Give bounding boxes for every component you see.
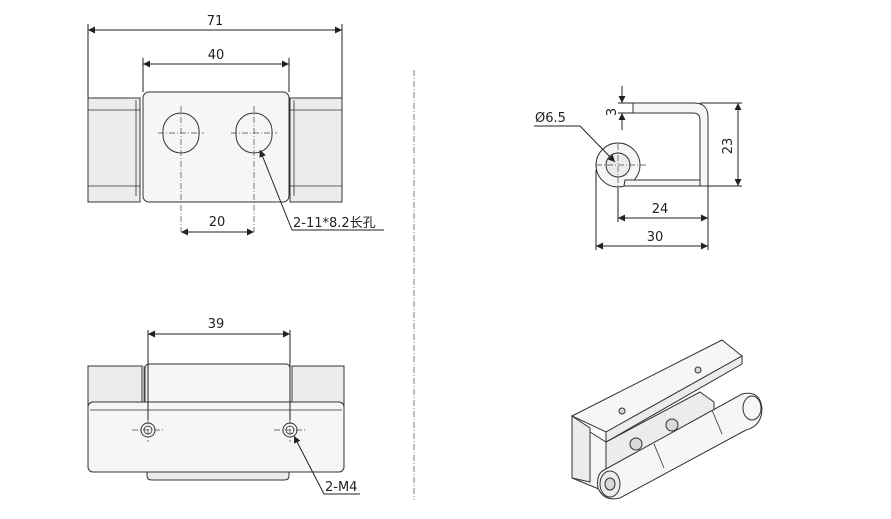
dim-24-label: 24	[652, 202, 669, 217]
dim-71-label: 71	[207, 14, 224, 29]
dim-3-label: 3	[605, 108, 620, 116]
dim-dia-label: Ø6.5	[535, 111, 566, 126]
dim-20-label: 20	[209, 215, 226, 230]
side-view: Ø6.5 3 23 24 30	[534, 86, 742, 250]
bottom-right-knuckle	[291, 365, 345, 407]
top-left-knuckle	[87, 97, 141, 203]
bottom-center-knuckle	[144, 363, 291, 407]
isometric-view	[570, 339, 763, 500]
slot-callout-label: 2-11*8.2长孔	[293, 216, 376, 231]
bottom-front-plate	[87, 401, 345, 473]
top-view: 71 40 20 2-11*8.2长孔	[87, 14, 384, 236]
bottom-view: 39 2-M4	[87, 317, 360, 495]
top-right-knuckle	[289, 97, 343, 203]
side-profile	[632, 102, 709, 187]
hole-callout-label: 2-M4	[325, 480, 357, 495]
dim-30-label: 30	[647, 230, 664, 245]
dim-39-label: 39	[208, 317, 225, 332]
dim-40-label: 40	[208, 48, 225, 63]
bottom-left-knuckle	[87, 365, 143, 407]
iso-knuckle-barrel	[597, 392, 763, 500]
dim-23-label: 23	[721, 138, 736, 155]
